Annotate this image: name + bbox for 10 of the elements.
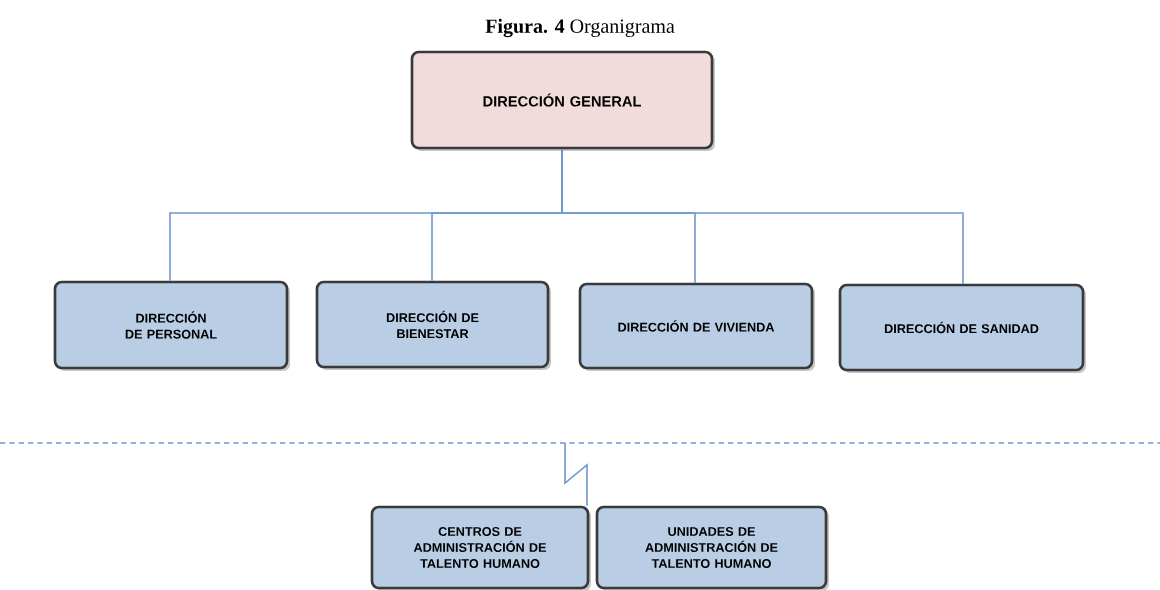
department-box: DIRECCIÓN DE PERSONAL bbox=[53, 280, 290, 371]
connector-line bbox=[561, 148, 964, 285]
connector-line bbox=[564, 442, 588, 507]
department-box: DIRECCIÓN DE VIVIENDA bbox=[578, 282, 815, 371]
figure-title: Figura. 4 Organigrama bbox=[485, 18, 675, 38]
title-box: DIRECCIÓN GENERAL bbox=[410, 50, 715, 151]
department-box: DIRECCIÓN DE BIENESTAR bbox=[315, 280, 551, 370]
department-box: UNIDADES DE ADMINISTRACIÓN DE TALENTO HUMANO bbox=[595, 505, 829, 590]
department-box: DIRECCIÓN DE SANIDAD bbox=[838, 283, 1086, 373]
department-box: CENTROS DE ADMINISTRACIÓN DE TALENTO HUMANO bbox=[370, 505, 591, 590]
